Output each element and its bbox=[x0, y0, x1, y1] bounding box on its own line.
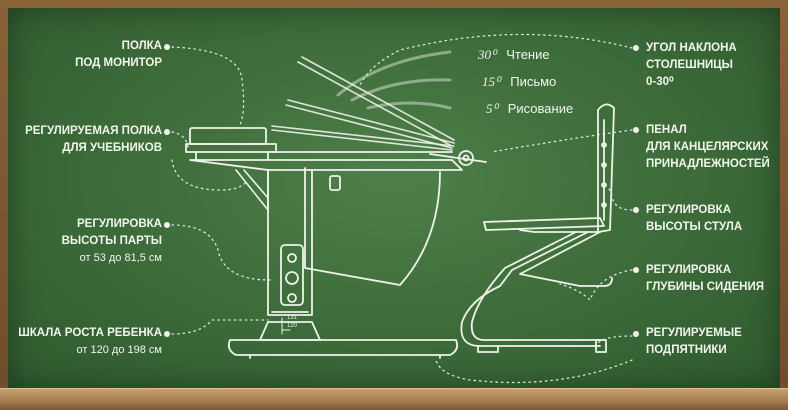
desk-side-panel bbox=[304, 167, 441, 286]
book-shelf bbox=[185, 127, 277, 161]
angle-label: Чтение bbox=[506, 47, 550, 62]
angle-label: Рисование bbox=[507, 101, 574, 116]
shelf-bracket bbox=[235, 169, 269, 211]
angle-drawing: 5⁰ Рисование bbox=[486, 101, 573, 117]
leader-lines bbox=[171, 33, 633, 384]
angle-label: Письмо bbox=[510, 74, 557, 89]
label-height-scale: ШКАЛА РОСТА РЕБЕНКА от 120 до 198 см bbox=[18, 327, 162, 356]
label-dots bbox=[164, 44, 639, 337]
label-pencil-case: ПЕНАЛ ДЛЯ КАНЦЕЛЯРСКИХ ПРИНАДЛЕЖНОСТЕЙ bbox=[646, 124, 770, 170]
desk-leg bbox=[267, 169, 313, 316]
angle-value: 15⁰ bbox=[482, 74, 501, 89]
angle-value: 5⁰ bbox=[486, 101, 498, 116]
desk-base bbox=[227, 321, 459, 359]
label-tilt-angle: УГОЛ НАКЛОНА СТОЛЕШНИЦЫ 0-30⁰ bbox=[646, 42, 737, 88]
chalkboard bbox=[8, 8, 780, 388]
scale-marks: 131 120 bbox=[287, 314, 297, 330]
chair bbox=[460, 103, 615, 353]
label-shelf-books: РЕГУЛИРУЕМАЯ ПОЛКА ДЛЯ УЧЕБНИКОВ bbox=[25, 125, 162, 154]
desk-top bbox=[189, 150, 487, 171]
label-seat-depth: РЕГУЛИРОВКА ГЛУБИНЫ СИДЕНИЯ bbox=[646, 264, 765, 293]
chalk-ledge bbox=[0, 388, 788, 410]
angle-reading: 30⁰ Чтение bbox=[478, 47, 550, 63]
scale-mark-120: 120 bbox=[287, 323, 298, 329]
tilted-tops bbox=[271, 56, 455, 151]
label-chair-height: РЕГУЛИРОВКА ВЫСОТЫ СТУЛА bbox=[646, 204, 743, 233]
label-desk-height: РЕГУЛИРОВКА ВЫСОТЫ ПАРТЫ от 53 до 81,5 с… bbox=[61, 218, 162, 264]
tilt-arcs bbox=[336, 50, 452, 110]
label-feet: РЕГУЛИРУЕМЫЕ ПОДПЯТНИКИ bbox=[646, 327, 742, 356]
angle-writing: 15⁰ Письмо bbox=[482, 74, 556, 90]
angle-value: 30⁰ bbox=[478, 47, 497, 62]
scale-mark-131: 131 bbox=[287, 315, 298, 321]
label-shelf-monitor: ПОЛКА ПОД МОНИТОР bbox=[75, 40, 162, 69]
